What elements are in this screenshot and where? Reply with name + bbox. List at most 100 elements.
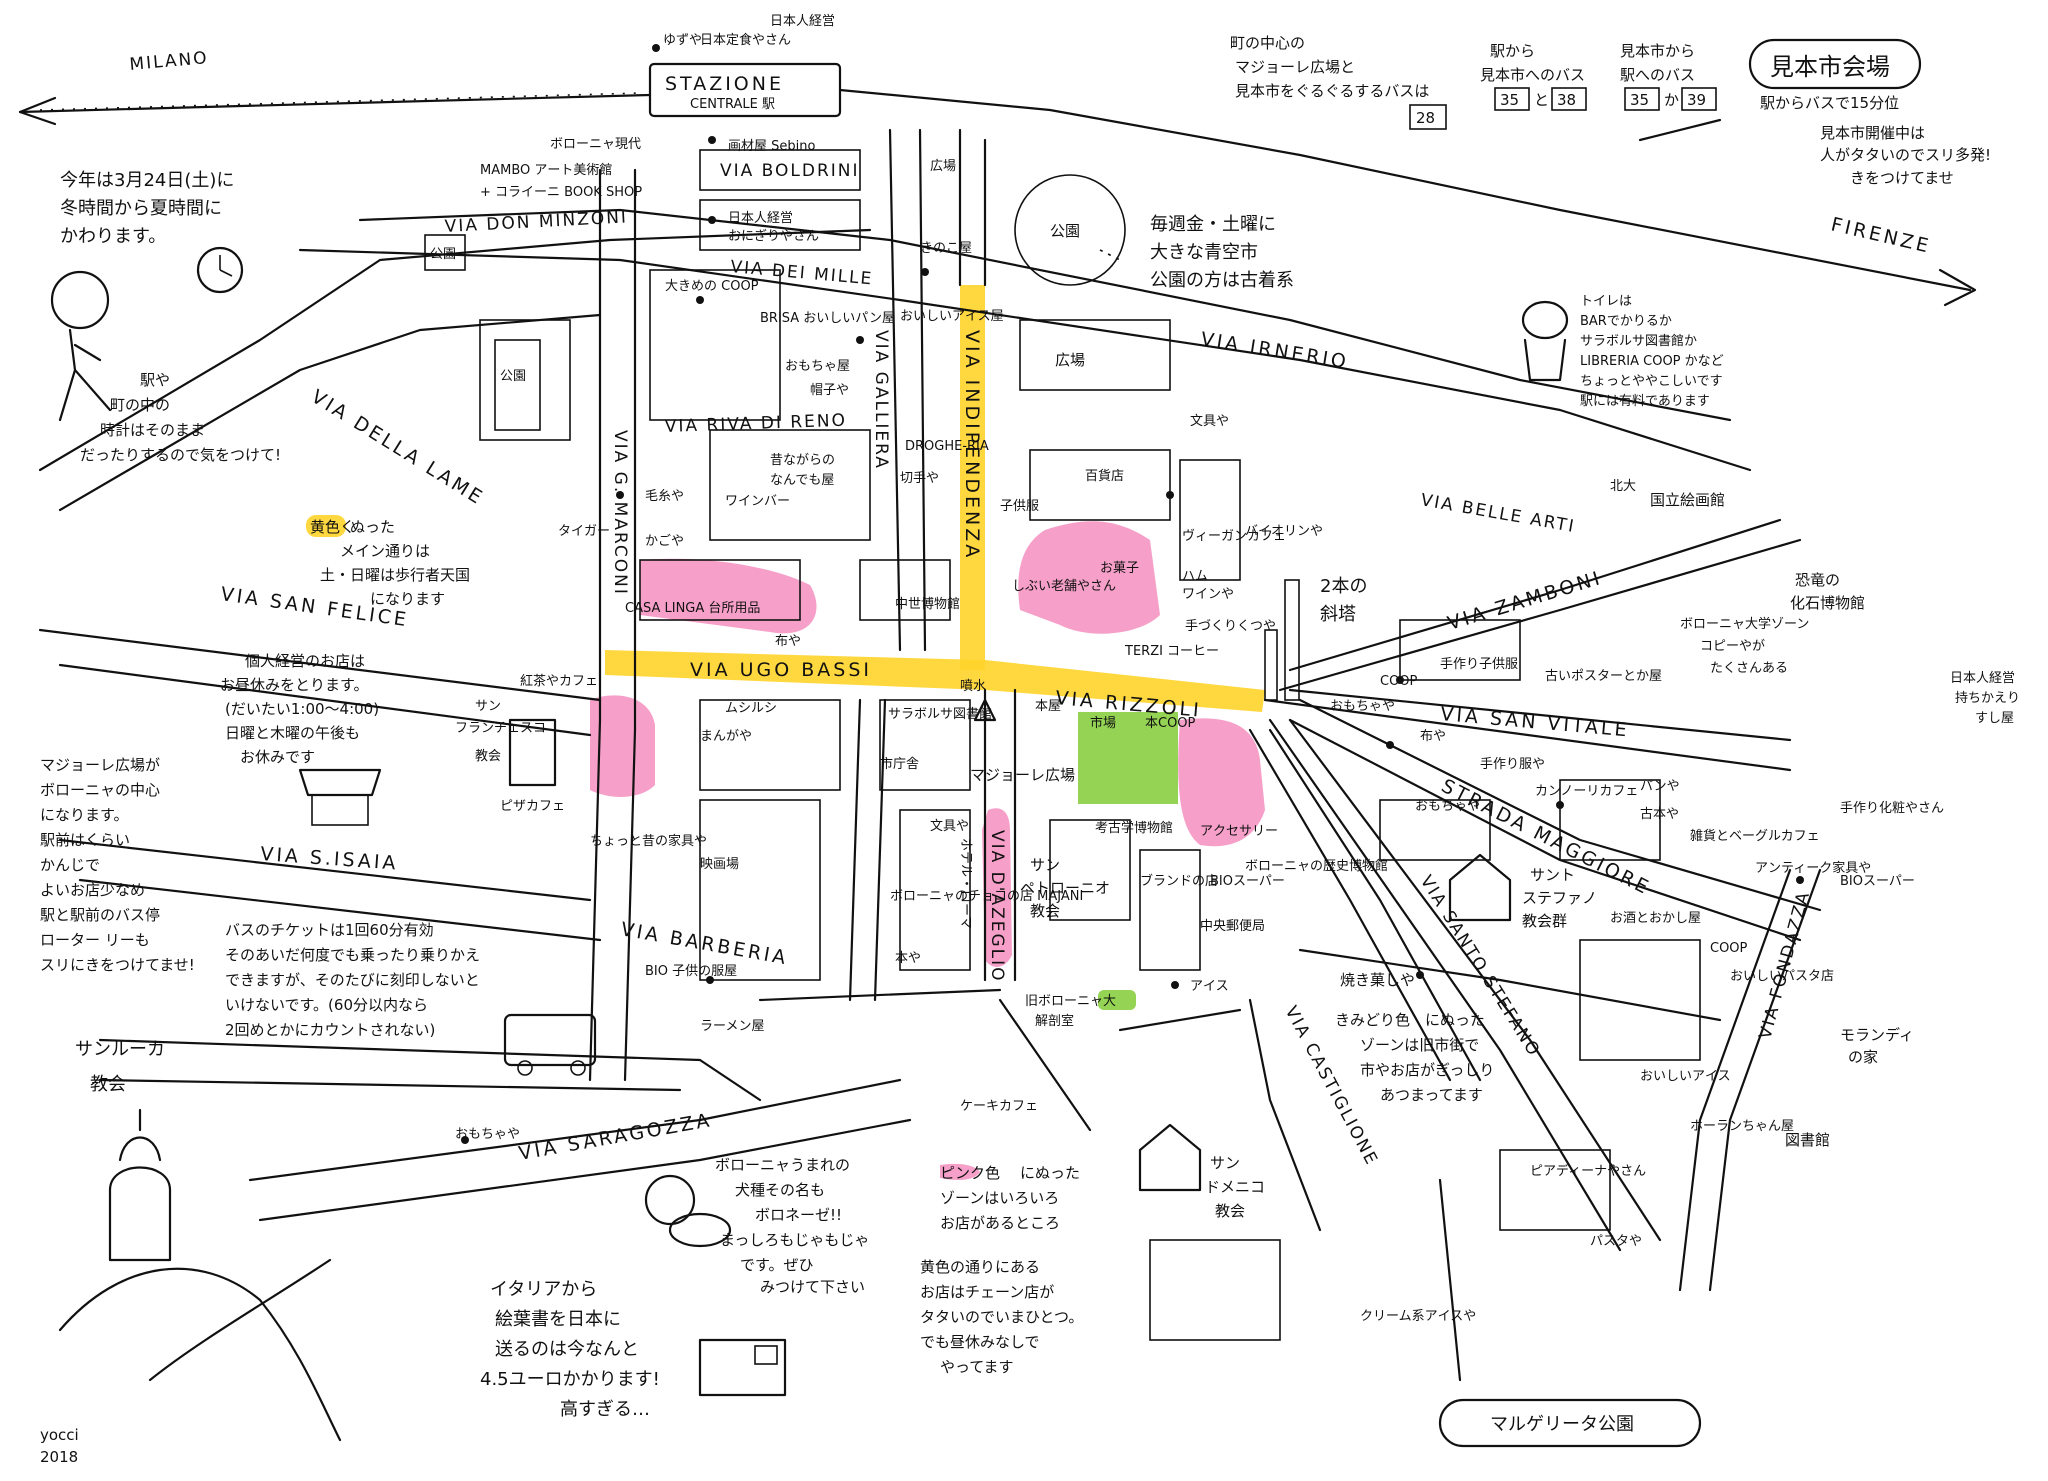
towers-1: 2本の (1320, 576, 1367, 597)
green-word: きみどり色 (1335, 1011, 1410, 1029)
sandomenico-1: サン (1210, 1154, 1240, 1172)
chain-5: やってます (940, 1358, 1014, 1376)
bus-sta-fair-no2: 38 (1557, 91, 1576, 109)
bus-fair-sta-l2: 駅へのバス (1620, 66, 1695, 84)
place-yarn: 毛糸や (645, 489, 684, 504)
dog-6: みつけて下さい (760, 1278, 865, 1296)
petronio-3: 教会 (1030, 902, 1060, 920)
sandomenico-3: 教会 (1215, 1202, 1245, 1220)
place-bio-kids: BIO 子供の服屋 (645, 964, 737, 979)
place-cake-cafe: ケーキカフェ (960, 1099, 1038, 1114)
lunch-5: お休みです (240, 748, 315, 766)
lunch-4: 日曜と木曜の午後も (225, 724, 360, 742)
place-shoes: 手づくりくつや (1185, 619, 1276, 634)
anatomy-1: 旧ボローニャ大 (1025, 994, 1116, 1009)
sanluca-2: 教会 (90, 1074, 126, 1095)
fair-note-4: きをつけてませ (1850, 169, 1954, 187)
post-4: 4.5ユーロかかります! (480, 1369, 660, 1390)
old-tools-2: なんでも屋 (770, 473, 834, 488)
toilet-6: 駅には有料であります (1580, 394, 1710, 409)
fair-note-1: 駅からバスで15分位 (1760, 94, 1899, 112)
ticket-2: そのあいだ何度でも乗ったり乗りかえ (225, 946, 480, 964)
place-tea-cafe: 紅茶やカフェ (520, 673, 598, 689)
chain-3: タタいのでいまひとつ。 (920, 1308, 1083, 1326)
place-cloth: 布や (775, 634, 801, 649)
univ-zone-3: たくさんある (1710, 661, 1788, 676)
bus-fair-sta-or: か (1664, 91, 1679, 109)
place-grilled: 焼き菓しや (1340, 971, 1415, 989)
yellow-4: になります (370, 590, 445, 608)
place-sake: お酒とおかし屋 (1610, 911, 1701, 926)
place-stationery-2: 文具や (930, 819, 969, 834)
place-ham: ハム (1182, 569, 1208, 584)
post-1: イタリアから (490, 1279, 597, 1300)
place-brisa: BRISA おいしいパン屋 (760, 311, 895, 326)
sanfrancesco-2: フランチェスコ (455, 721, 546, 736)
place-margherita: マルゲリータ公園 (1490, 1414, 1634, 1435)
center-8: ローター リーも (40, 931, 150, 949)
place-market-hall: 市場 (1090, 715, 1116, 731)
yellow-streets (306, 285, 1265, 712)
place-history-museum: ボローニャの歴史博物館 (1245, 859, 1388, 874)
green-4: あつまってます (1380, 1086, 1483, 1104)
place-fountain: 噴水 (960, 679, 986, 694)
station-name: STAZIONE (665, 73, 784, 95)
summer-1: 今年は3月24日(土)に (60, 170, 234, 191)
ticket-5: 2回めとかにカウントされない) (225, 1021, 435, 1039)
place-park-1: 公園 (1050, 222, 1080, 240)
place-poster: 古いポスターとか屋 (1545, 669, 1662, 684)
station-name-2: CENTRALE 駅 (690, 97, 775, 112)
bus28-l2: マジョーレ広場と (1235, 58, 1355, 76)
ststefano-3: 教会群 (1522, 912, 1567, 930)
yellow-1: ぬった (350, 518, 395, 536)
ststefano-1: サント (1530, 866, 1575, 884)
place-cloth-2: 布や (1420, 729, 1446, 744)
ststefano-2: ステファノ (1522, 889, 1597, 907)
place-ramen: ラーメン屋 (700, 1019, 764, 1034)
place-baby-goods: 手作り化粧やさん (1840, 801, 1944, 816)
ticket-4: いけないです。(60分以内なら (225, 996, 428, 1014)
handwritten-notes: 今年は3月24日(土)に 冬時間から夏時間に かわります。 駅や 町の中の 時計… (40, 170, 1494, 1466)
bus-fair-sta-no1: 35 (1630, 91, 1649, 109)
clock-2: 町の中の (110, 396, 170, 414)
sanluca-1: サンルーカ (75, 1039, 165, 1060)
market-2: 大きな青空市 (1150, 242, 1258, 263)
market-3: 公園の方は古着系 (1150, 270, 1294, 291)
place-coop-4: COOP (1710, 941, 1748, 956)
pink-3: お店があるところ (940, 1214, 1060, 1232)
center-4: 駅前はくらい (40, 831, 130, 849)
place-mambo-1: ボローニャ現代 (550, 137, 641, 152)
place-wine: ワインや (1182, 587, 1234, 602)
place-kids-handmade: 手作り子供服 (1440, 657, 1518, 672)
toilet-5: ちょっとややこしいです (1580, 374, 1723, 389)
yellow-word: 黄色く (310, 518, 355, 536)
dog-1: ボローニャうまれの (715, 1156, 850, 1174)
chain-4: でも昼休みなしで (920, 1333, 1040, 1351)
milano-label: MILANO (129, 48, 210, 75)
street-boldrini: VIA BOLDRINI (720, 161, 860, 181)
petronio-2: ペトローニオ (1020, 879, 1110, 897)
sushi-3: すし屋 (1975, 711, 2014, 726)
place-toys-3: おもちゃや (1415, 799, 1480, 814)
dog-4: まっしろもじゃもじゃ (720, 1231, 869, 1249)
walking-person-icon (50, 270, 112, 422)
place-pizza-cafe: ピザカフェ (500, 799, 565, 814)
place-fondazza-shop: ホーランちゃん屋 (1690, 1119, 1794, 1134)
place-dept: 百貨店 (1085, 468, 1124, 484)
place-kids-clothes: 子供服 (1000, 499, 1039, 514)
green-1: にぬった (1425, 1011, 1485, 1029)
place-chocolate: ボローニャのチョコの店 MAJANI (890, 889, 1083, 904)
lunch-2: お昼休みをとります。 (220, 676, 369, 694)
place-bagel: 雑貨とベーグルカフェ (1690, 828, 1820, 844)
fair-note-2: 見本市開催中は (1820, 124, 1925, 142)
place-furniture-old: ちょっと昔の家具や (590, 833, 707, 849)
place-kiosk: ムシルシ (725, 701, 777, 716)
yellow-3: 土・日曜は歩行者天国 (320, 566, 470, 584)
bus-fair-sta-no2: 39 (1687, 91, 1706, 109)
place-dots (461, 44, 1804, 1144)
green-2: ゾーンは旧市街で (1360, 1036, 1479, 1054)
place-park-left: 公園 (500, 369, 526, 384)
lunch-3: (だいたい1:00〜4:00) (225, 700, 379, 718)
towers-2: 斜塔 (1320, 604, 1356, 625)
chain-2: お店はチェーン店が (920, 1283, 1054, 1301)
